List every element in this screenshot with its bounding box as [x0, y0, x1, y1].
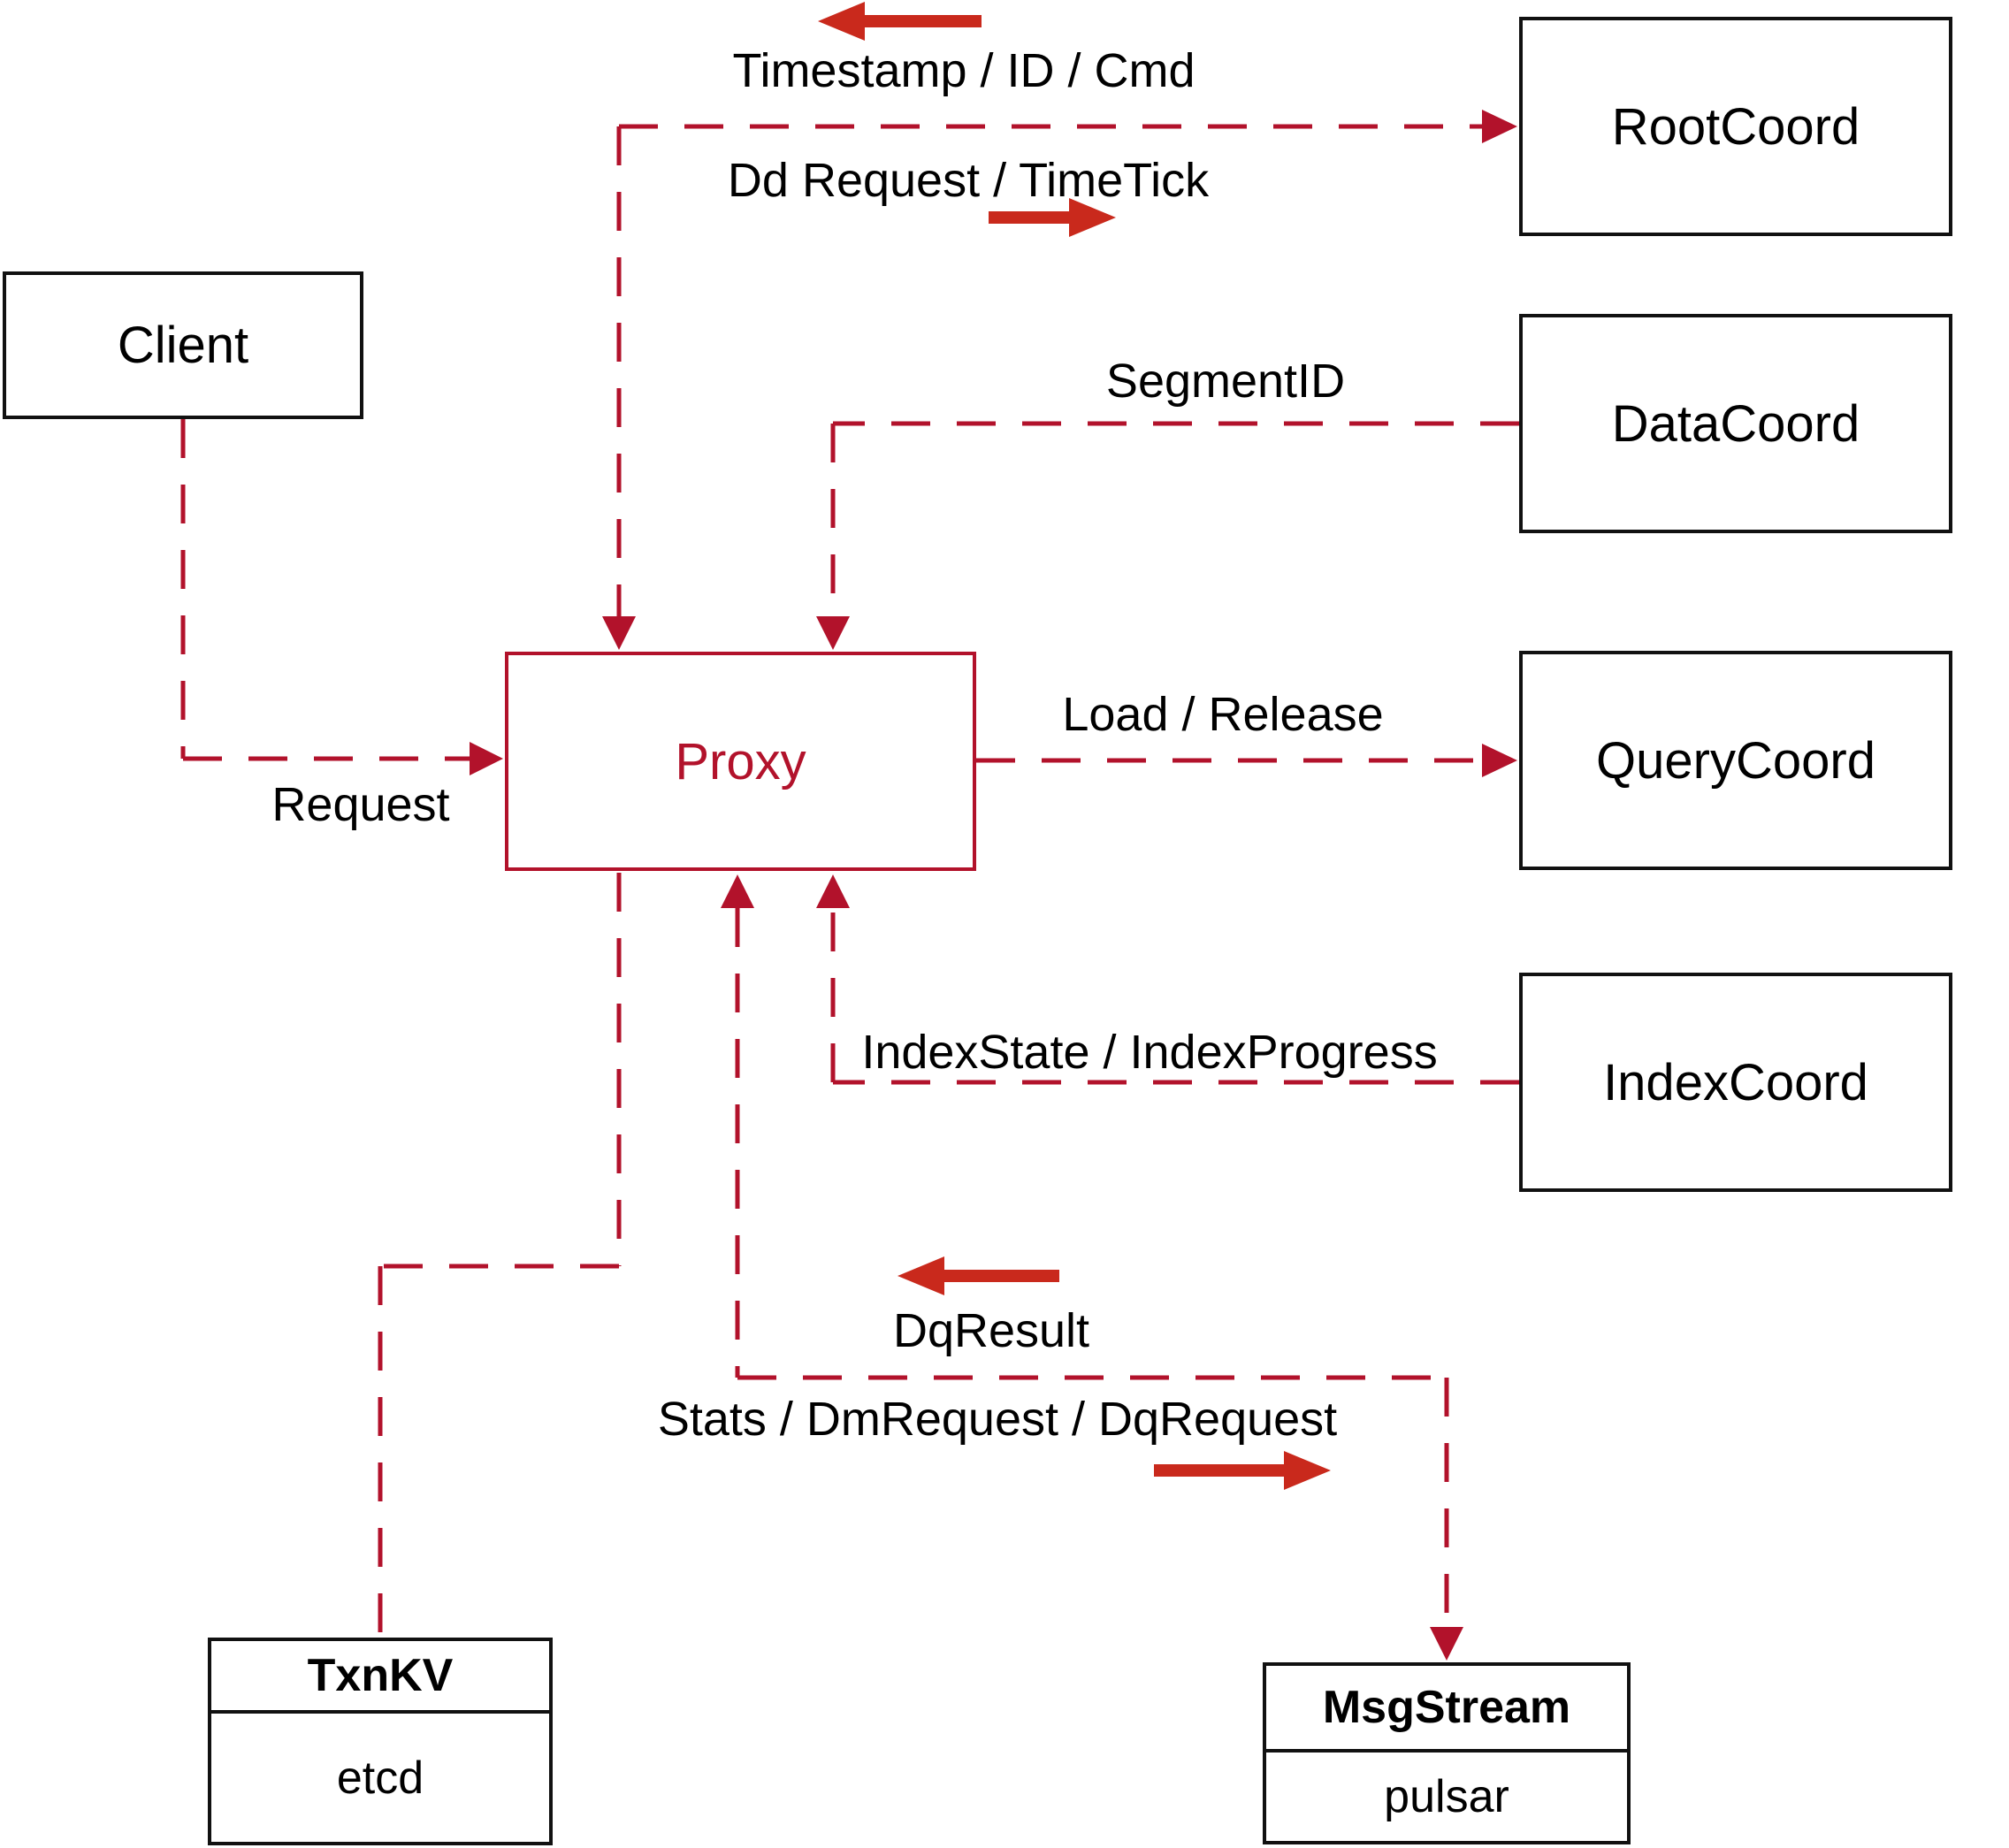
msgstream-node-header: MsgStream	[1266, 1666, 1627, 1753]
client-node: Client	[3, 271, 363, 419]
client-proxy-connector	[180, 419, 503, 775]
arrowhead-into-proxy-top-left	[602, 616, 636, 650]
proxy-node: Proxy	[505, 652, 976, 871]
msgstream-node: MsgStream pulsar	[1263, 1662, 1631, 1844]
label-index-state-progress: IndexState / IndexProgress	[861, 1026, 1438, 1079]
indexcoord-proxy-connector	[816, 874, 1519, 1085]
proxy-querycoord-connector	[976, 744, 1517, 777]
label-dq-result: DqResult	[892, 1304, 1090, 1357]
arrowhead-into-proxy-top-right	[816, 616, 850, 650]
datacoord-node-label: DataCoord	[1611, 394, 1860, 453]
proxy-txnkv-connector	[378, 873, 622, 1636]
msgstream-node-body: pulsar	[1384, 1771, 1509, 1822]
dd-request-right-arrow-icon	[989, 198, 1116, 237]
timestamp-left-arrow-icon	[818, 2, 982, 41]
arrowhead-into-proxy-left	[470, 742, 503, 775]
proxy-node-label: Proxy	[675, 732, 806, 790]
querycoord-node: QueryCoord	[1519, 651, 1952, 870]
querycoord-node-label: QueryCoord	[1596, 731, 1875, 790]
dq-result-left-arrow-icon	[898, 1256, 1059, 1295]
arrowhead-into-msgstream	[1430, 1627, 1463, 1661]
proxy-msgstream-connector	[721, 874, 1463, 1661]
label-stats-dmrequest-dqrequest: Stats / DmRequest / DqRequest	[657, 1393, 1338, 1446]
txnkv-node-header: TxnKV	[211, 1641, 549, 1714]
txnkv-node-body: etcd	[336, 1752, 424, 1804]
label-load-release: Load / Release	[1062, 688, 1384, 741]
label-segment-id: SegmentID	[1105, 355, 1346, 408]
indexcoord-node-label: IndexCoord	[1603, 1053, 1868, 1111]
datacoord-proxy-connector	[816, 421, 1519, 650]
label-request: Request	[271, 778, 450, 831]
client-node-label: Client	[117, 317, 249, 374]
txnkv-node: TxnKV etcd	[208, 1638, 553, 1845]
rootcoord-node: RootCoord	[1519, 17, 1952, 236]
datacoord-node: DataCoord	[1519, 314, 1952, 533]
label-dd-request-timetick: Dd Request / TimeTick	[727, 154, 1210, 207]
indexcoord-node: IndexCoord	[1519, 973, 1952, 1192]
label-timestamp-id-cmd: Timestamp / ID / Cmd	[732, 44, 1195, 97]
arrowhead-into-rootcoord	[1482, 110, 1517, 143]
arrowhead-into-querycoord	[1482, 744, 1517, 777]
rootcoord-node-label: RootCoord	[1611, 97, 1860, 156]
proxy-rootcoord-connector	[602, 110, 1517, 650]
stats-right-arrow-icon	[1154, 1451, 1331, 1490]
arrowhead-into-proxy-bottom-middle	[721, 874, 754, 908]
arrowhead-into-proxy-bottom-right	[816, 874, 850, 908]
